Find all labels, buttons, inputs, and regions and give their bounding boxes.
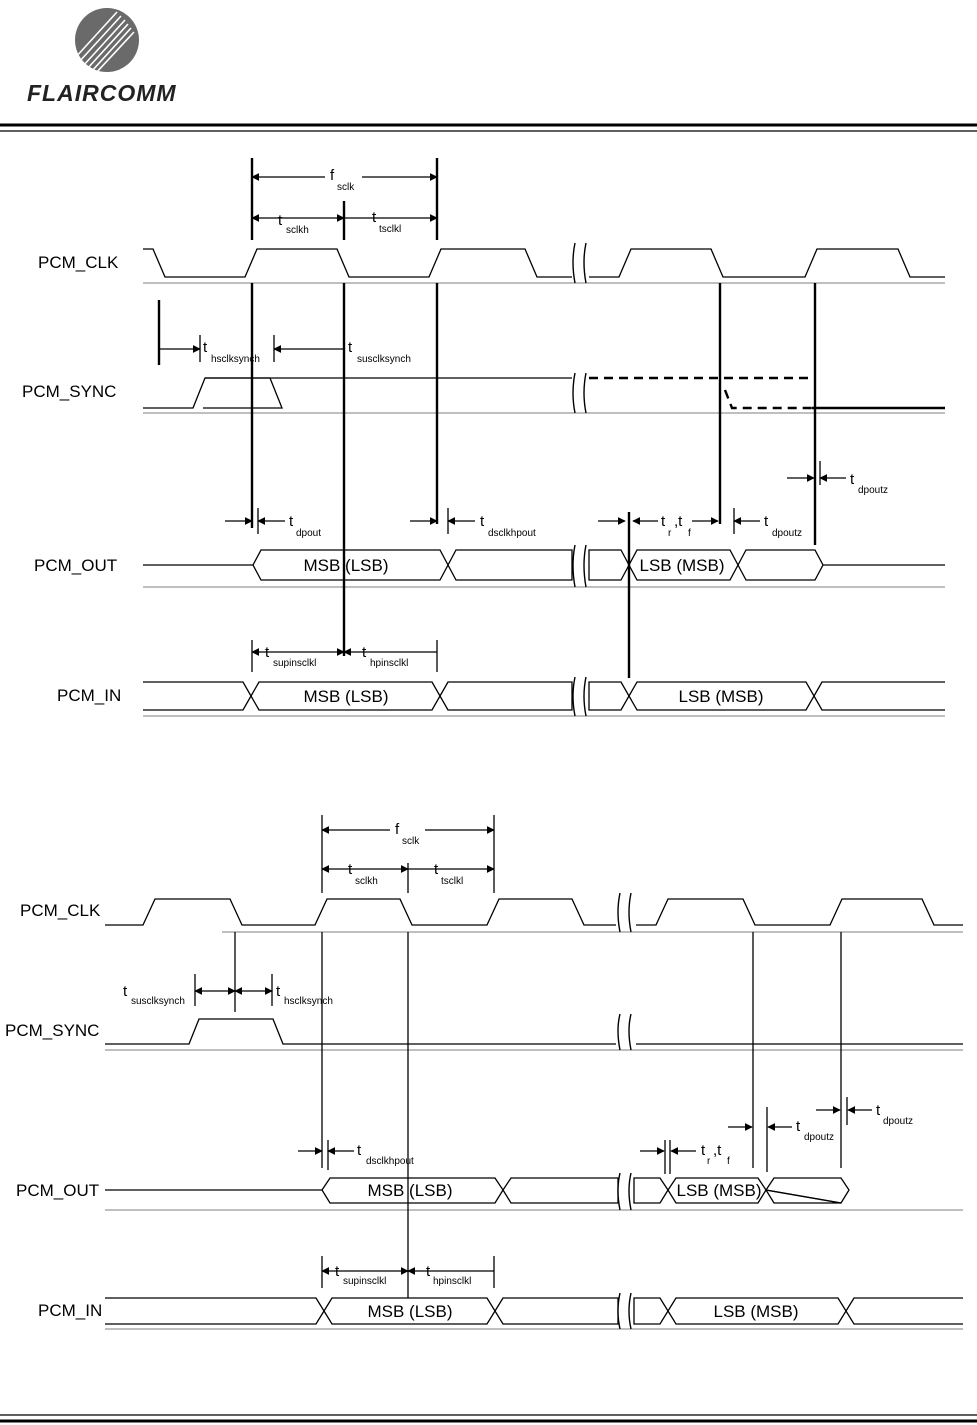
label-t-tsclkl-2: ttsclkl xyxy=(434,861,463,887)
time-break-marks-2 xyxy=(617,892,632,1330)
in-cell-lsb: LSB (MSB) xyxy=(678,687,763,706)
in-cell-lsb-2: LSB (MSB) xyxy=(713,1302,798,1321)
reference-lines xyxy=(157,158,821,678)
label-t-hpinsclkl: thpinsclkl xyxy=(362,644,408,669)
signal-label-pcm-clk-2: PCM_CLK xyxy=(20,901,101,920)
out-cell-lsb-2: LSB (MSB) xyxy=(676,1181,761,1200)
pcm-out-waveform xyxy=(143,549,945,588)
label-f-sclk-2: fsclk xyxy=(395,821,420,847)
label-t-r-t-f: tr,tf xyxy=(661,513,691,539)
timing-labels: fsclk tsclkh ttsclkl thsclksynch tsusclk… xyxy=(203,167,888,669)
label-t-hsclksynch-2: thsclksynch xyxy=(276,983,333,1007)
label-t-supinsclkl: tsupinsclkl xyxy=(265,644,316,669)
signal-label-pcm-clk: PCM_CLK xyxy=(38,253,119,272)
signal-label-pcm-sync: PCM_SYNC xyxy=(22,382,116,401)
label-f-sclk: fsclk xyxy=(330,167,355,193)
label-t-dpoutz-b: tdpoutz xyxy=(850,471,888,496)
label-t-susclksynch: tsusclksynch xyxy=(348,339,411,365)
flaircomm-sphere-logo-icon xyxy=(75,8,139,72)
label-t-sclkh: tsclkh xyxy=(278,212,309,236)
company-logo-text: FLAIRCOMM xyxy=(27,80,177,106)
reference-lines-2 xyxy=(194,815,848,1298)
in-cell-msb: MSB (LSB) xyxy=(303,687,388,706)
out-cell-msb-2: MSB (LSB) xyxy=(367,1181,452,1200)
label-t-dsclkhpout: tdsclkhpout xyxy=(480,513,536,539)
label-t-hpinsclkl-2: thpinsclkl xyxy=(426,1263,471,1287)
label-t-dpoutz-2a: tdpoutz xyxy=(796,1118,834,1143)
out-cell-msb: MSB (LSB) xyxy=(303,556,388,575)
pcm-sync-waveform-2 xyxy=(105,1018,616,1045)
signal-label-pcm-out: PCM_OUT xyxy=(34,556,117,575)
label-t-dpoutz-2b: tdpoutz xyxy=(876,1102,913,1127)
label-t-dsclkhpout-2: tdsclkhpout xyxy=(357,1142,414,1167)
pcm-out-waveform-2 xyxy=(105,1177,963,1211)
pcm-clk-waveform-2 xyxy=(105,898,616,926)
pcm-in-waveform-2 xyxy=(105,1297,963,1330)
page-header: FLAIRCOMM xyxy=(0,0,977,130)
pcm-in-waveform xyxy=(143,681,945,717)
timing-diagram-1: PCM_CLK PCM_SYNC PCM_OUT PCM_IN MSB (LSB… xyxy=(22,158,945,717)
label-t-tsclkl: ttsclkl xyxy=(372,209,401,235)
label-t-sclkh-2: tsclkh xyxy=(348,861,378,887)
in-cell-msb-2: MSB (LSB) xyxy=(367,1302,452,1321)
timing-diagram-2: PCM_CLK PCM_SYNC PCM_OUT PCM_IN MSB (LSB… xyxy=(5,815,963,1330)
signal-label-pcm-in: PCM_IN xyxy=(57,686,121,705)
time-break-marks xyxy=(572,242,587,717)
pcm-clk-waveform xyxy=(143,248,572,278)
label-t-r-t-f-2: tr,tf xyxy=(701,1142,730,1167)
signal-label-pcm-sync-2: PCM_SYNC xyxy=(5,1021,99,1040)
timing-arrows xyxy=(159,173,846,656)
pcm-sync-waveform xyxy=(143,377,572,409)
label-t-dpoutz-a: tdpoutz xyxy=(764,513,802,539)
label-t-dpout: tdpout xyxy=(289,513,321,539)
out-cell-lsb: LSB (MSB) xyxy=(639,556,724,575)
signal-label-pcm-out-2: PCM_OUT xyxy=(16,1181,99,1200)
label-t-hsclksynch: thsclksynch xyxy=(203,339,260,365)
timing-labels-2: fsclk tsclkh ttsclkl tsusclksynch thsclk… xyxy=(123,821,913,1287)
label-t-supinsclkl-2: tsupinsclkl xyxy=(335,1263,386,1287)
timing-arrows-2 xyxy=(194,826,872,1275)
signal-label-pcm-in-2: PCM_IN xyxy=(38,1301,102,1320)
label-t-susclksynch-2: tsusclksynch xyxy=(123,983,185,1007)
